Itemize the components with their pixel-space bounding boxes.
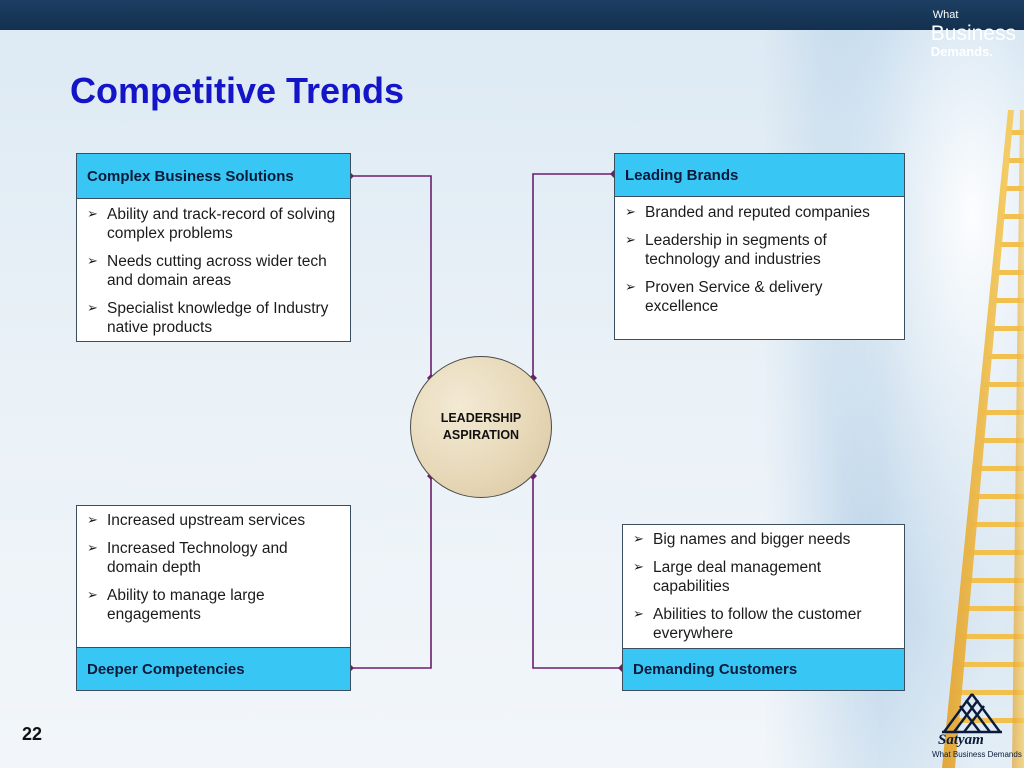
bullet-list: Ability and track-record of solving comp… xyxy=(77,198,350,343)
box-header: Demanding Customers xyxy=(623,648,904,690)
satyam-logo: Satyam What Business Demands xyxy=(930,690,1022,764)
circle-label: LEADERSHIP ASPIRATION xyxy=(440,411,522,442)
bullet-item: Abilities to follow the customer everywh… xyxy=(633,605,896,643)
brand-line-business: Business xyxy=(930,22,1016,45)
bullet-item: Proven Service & delivery excellence xyxy=(625,278,896,316)
brand-line-demands: Demands. xyxy=(930,44,993,59)
bullet-item: Ability and track-record of solving comp… xyxy=(87,205,342,243)
connector-bottom-right xyxy=(532,476,622,669)
bullet-list: Branded and reputed companies Leadership… xyxy=(615,196,904,322)
bullet-item: Branded and reputed companies xyxy=(625,203,896,222)
box-deeper-competencies: Increased upstream services Increased Te… xyxy=(76,505,351,691)
page-number: 22 xyxy=(22,724,43,744)
bullet-list: Increased upstream services Increased Te… xyxy=(77,506,350,647)
brand-tagline: What Business Demands. xyxy=(930,9,1016,59)
bullet-item: Specialist knowledge of Industry native … xyxy=(87,299,342,337)
bullet-item: Increased upstream services xyxy=(87,511,342,530)
logo-wordmark: Satyam xyxy=(938,732,984,748)
connector-top-left xyxy=(350,175,432,378)
logo-tagline: What Business Demands xyxy=(932,750,1022,759)
box-leading-brands: Leading Brands Branded and reputed compa… xyxy=(614,153,905,340)
bullet-item: Needs cutting across wider tech and doma… xyxy=(87,252,342,290)
bullet-item: Increased Technology and domain depth xyxy=(87,539,342,577)
box-header: Complex Business Solutions xyxy=(77,154,350,198)
box-demanding-customers: Big names and bigger needs Large deal ma… xyxy=(622,524,905,691)
slide-title: Competitive Trends xyxy=(70,70,405,111)
bullet-item: Ability to manage large engagements xyxy=(87,586,342,624)
bullet-item: Leadership in segments of technology and… xyxy=(625,231,896,269)
connector-top-right xyxy=(532,173,614,378)
box-complex-business-solutions: Complex Business Solutions Ability and t… xyxy=(76,153,351,342)
bullet-item: Big names and bigger needs xyxy=(633,530,896,549)
bullet-list: Big names and bigger needs Large deal ma… xyxy=(623,525,904,648)
box-header: Deeper Competencies xyxy=(77,647,350,690)
leadership-aspiration-circle: LEADERSHIP ASPIRATION xyxy=(410,356,552,498)
top-bar xyxy=(0,0,1024,30)
connector-bottom-left xyxy=(350,476,432,669)
lattice-icon xyxy=(942,693,1002,734)
box-header: Leading Brands xyxy=(615,154,904,196)
brand-line-what: What xyxy=(932,9,959,21)
bullet-item: Large deal management capabilities xyxy=(633,558,896,596)
